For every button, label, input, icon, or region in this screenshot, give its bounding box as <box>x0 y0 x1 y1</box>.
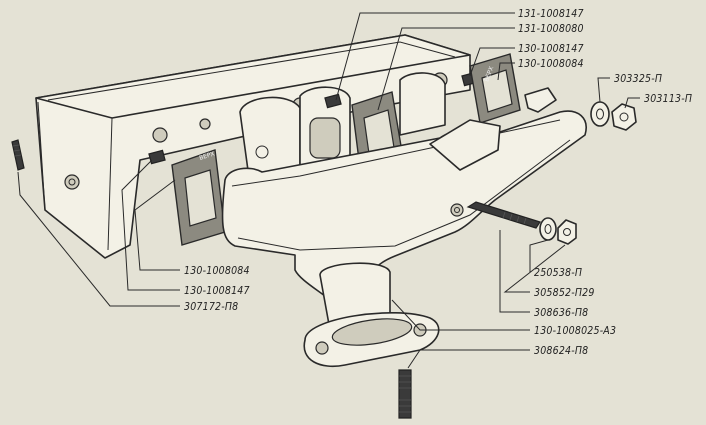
bolt-308636 <box>466 201 541 229</box>
leader-lines <box>17 12 640 369</box>
callout-labels: 131-1008147 131-1008080 130-1008147 130-… <box>184 8 692 357</box>
left-long-stud <box>11 139 25 171</box>
callout-130-1008084-top: 130-1008084 <box>518 58 584 70</box>
callout-305852: 305852-П29 <box>534 287 595 299</box>
callout-250538: 250538-П <box>534 267 582 279</box>
callout-303113: 303113-П <box>644 93 692 105</box>
callout-131-1008147: 131-1008147 <box>518 8 584 20</box>
callout-130-1008147-bottom: 130-1008147 <box>184 285 250 297</box>
callout-307172: 307172-П8 <box>184 301 238 313</box>
exhaust-manifold <box>221 87 587 367</box>
washer-303325 <box>590 101 610 127</box>
callout-130-1008084-bottom: 130-1008084 <box>184 265 250 277</box>
callout-308636: 308636-П8 <box>534 307 588 319</box>
stud-308624 <box>398 369 412 419</box>
callout-130-1008147-top: 130-1008147 <box>518 43 584 55</box>
nut-305852 <box>557 219 577 245</box>
callout-308624: 308624-П8 <box>534 345 588 357</box>
cylinder-head <box>35 34 471 259</box>
nut-303113 <box>611 103 637 131</box>
callout-130-1008025: 130-1008025-А3 <box>534 325 616 337</box>
callout-303325: 303325-П <box>614 73 662 85</box>
gasket-left: ВЕРХ <box>171 149 226 246</box>
gasket-left-mark: ВЕРХ <box>198 150 215 161</box>
gasket-right-mark: ВЕРХ <box>483 66 495 83</box>
callout-131-1008080: 131-1008080 <box>518 23 584 35</box>
washer-250538 <box>539 217 557 241</box>
gasket-right: ВЕРХ <box>469 53 521 124</box>
